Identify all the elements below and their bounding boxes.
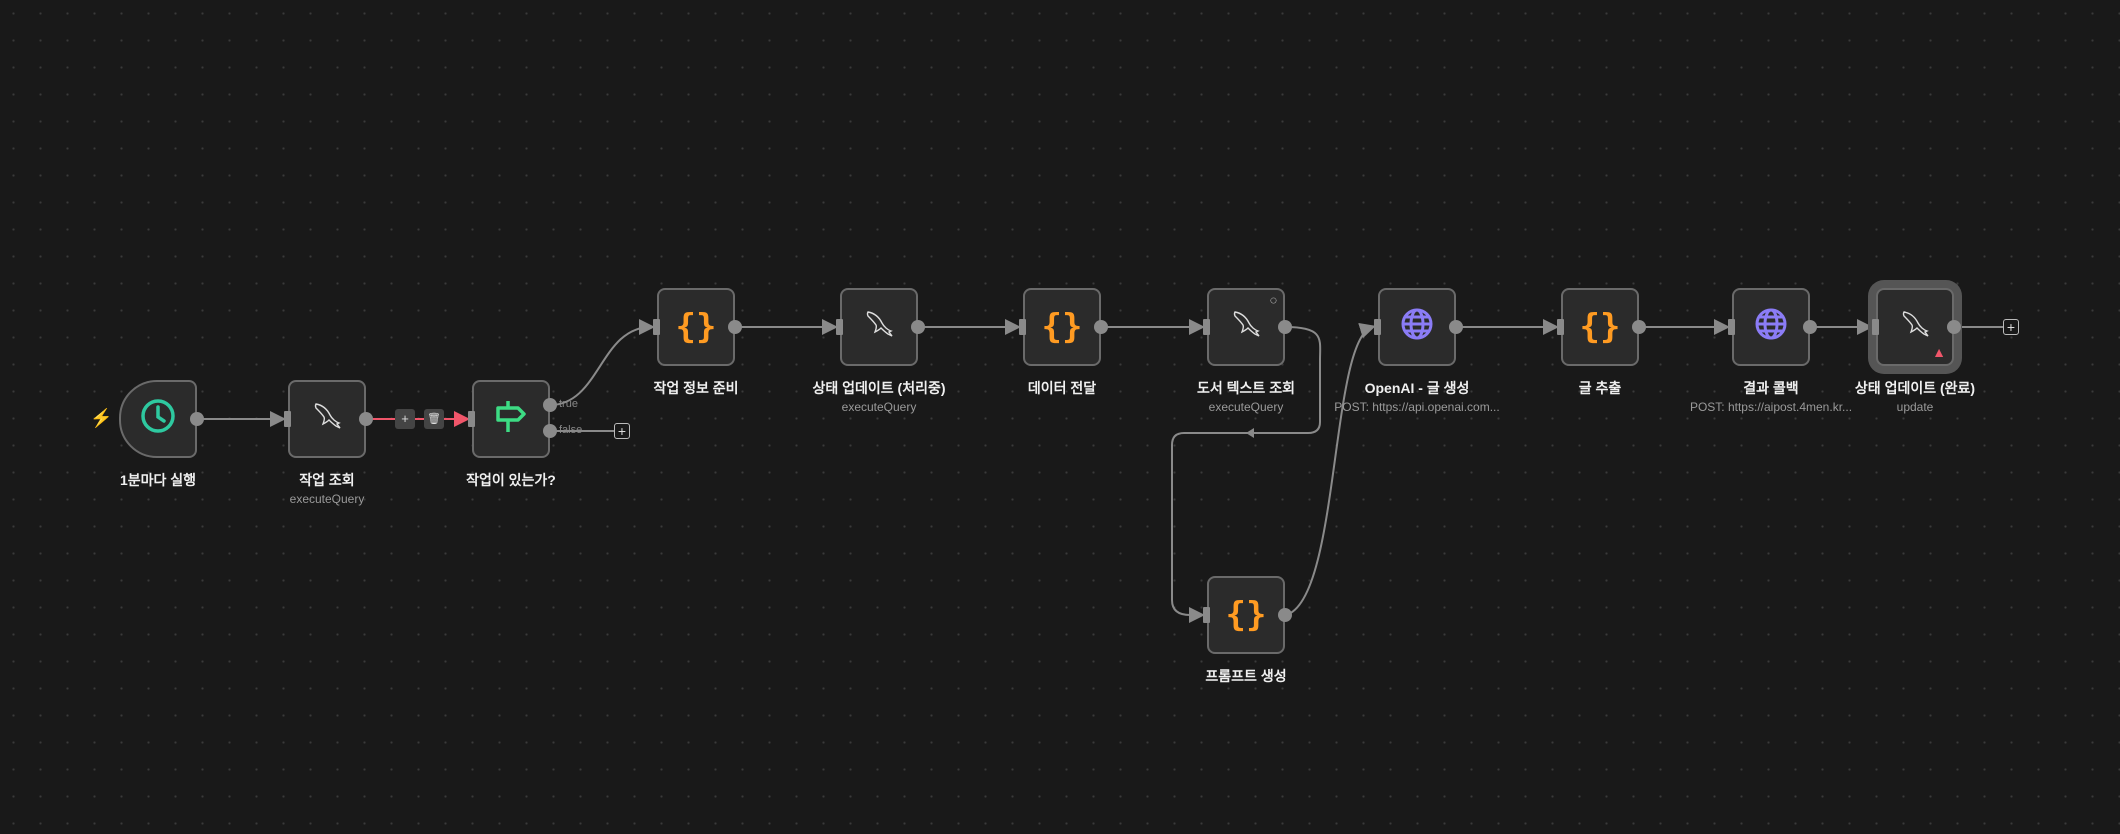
input-handle[interactable] xyxy=(468,411,475,427)
globe-icon xyxy=(1399,306,1435,348)
node-subtitle: executeQuery xyxy=(289,492,365,506)
node-label: 프롬프트 생성 xyxy=(1205,668,1287,684)
node-label: 결과 콜백 xyxy=(1743,380,1799,396)
input-handle[interactable] xyxy=(653,319,660,335)
signpost-icon xyxy=(492,397,530,441)
input-handle[interactable] xyxy=(1019,319,1026,335)
node-label: 데이터 전달 xyxy=(1027,380,1097,396)
node-label: OpenAI - 글 생성 xyxy=(1364,380,1470,396)
output-handle[interactable] xyxy=(359,412,373,426)
output-handle[interactable] xyxy=(1947,320,1961,334)
node-if-jobs[interactable] xyxy=(472,380,550,458)
node-extract[interactable]: {} xyxy=(1561,288,1639,366)
edge-book-prompt xyxy=(1171,326,1322,623)
input-handle[interactable] xyxy=(1203,607,1210,623)
input-handle[interactable] xyxy=(1557,319,1564,335)
output-handle[interactable] xyxy=(190,412,204,426)
node-prepare[interactable]: {} xyxy=(657,288,735,366)
node-label: 글 추출 xyxy=(1578,380,1622,396)
node-subtitle: executeQuery xyxy=(1208,400,1284,414)
input-handle[interactable] xyxy=(1203,319,1210,335)
mysql-dolphin-icon xyxy=(861,306,897,348)
mysql-dolphin-icon xyxy=(1228,306,1264,348)
output-handle[interactable] xyxy=(1094,320,1108,334)
output-handle[interactable] xyxy=(911,320,925,334)
code-braces-icon: {} xyxy=(1225,595,1267,635)
mysql-dolphin-icon xyxy=(1897,306,1933,348)
output-handle[interactable] xyxy=(1278,608,1292,622)
edge-direction-arrow xyxy=(1246,428,1254,438)
node-label: 도서 텍스트 조회 xyxy=(1197,380,1295,396)
warning-icon[interactable]: ▲ xyxy=(1932,344,1946,360)
mysql-dolphin-icon xyxy=(309,398,345,440)
loading-spinner-icon: ◌ xyxy=(1269,293,1277,307)
globe-icon xyxy=(1753,306,1789,348)
node-subtitle: executeQuery xyxy=(841,400,917,414)
output-handle[interactable] xyxy=(1278,320,1292,334)
clock-icon xyxy=(139,397,177,441)
node-label: 상태 업데이트 (처리중) xyxy=(812,380,946,396)
add-node-on-edge-button[interactable]: + xyxy=(395,409,415,429)
node-subtitle: POST: https://api.openai.com... xyxy=(1334,400,1500,414)
output-handle[interactable] xyxy=(543,398,557,412)
code-braces-icon: {} xyxy=(1041,307,1083,347)
edge-true-prepare xyxy=(549,319,655,406)
node-book-text[interactable]: ◌ xyxy=(1207,288,1285,366)
node-openai[interactable] xyxy=(1378,288,1456,366)
output-handle[interactable] xyxy=(1632,320,1646,334)
node-pass-data[interactable]: {} xyxy=(1023,288,1101,366)
node-callback[interactable] xyxy=(1732,288,1810,366)
node-trigger[interactable] xyxy=(119,380,197,458)
edge-prompt-openai xyxy=(1285,322,1376,616)
node-update-processing[interactable] xyxy=(840,288,918,366)
delete-edge-button[interactable]: 🗑 xyxy=(424,409,444,429)
node-update-done[interactable]: ▲ xyxy=(1876,288,1954,366)
branch-false-label: false xyxy=(559,424,583,436)
trigger-bolt-icon: ⚡ xyxy=(90,408,113,428)
input-handle[interactable] xyxy=(1872,319,1879,335)
input-handle[interactable] xyxy=(1728,319,1735,335)
node-subtitle: POST: https://aipost.4men.kr... xyxy=(1689,400,1853,414)
add-node-end-button[interactable]: + xyxy=(2003,319,2019,335)
output-handle[interactable] xyxy=(543,424,557,438)
node-label: 작업 정보 준비 xyxy=(653,380,739,396)
add-node-false-button[interactable]: + xyxy=(614,423,630,439)
node-label: 상태 업데이트 (완료) xyxy=(1854,380,1976,396)
code-braces-icon: {} xyxy=(1579,307,1621,347)
input-handle[interactable] xyxy=(284,411,291,427)
output-handle[interactable] xyxy=(1449,320,1463,334)
node-prompt[interactable]: {} xyxy=(1207,576,1285,654)
output-handle[interactable] xyxy=(728,320,742,334)
node-label: 작업 조회 xyxy=(299,472,355,488)
node-label: 1분마다 실행 xyxy=(119,472,197,488)
input-handle[interactable] xyxy=(1374,319,1381,335)
branch-true-label: true xyxy=(559,398,578,410)
output-handle[interactable] xyxy=(1803,320,1817,334)
node-label: 작업이 있는가? xyxy=(466,472,556,488)
input-handle[interactable] xyxy=(836,319,843,335)
node-subtitle: update xyxy=(1896,400,1934,414)
code-braces-icon: {} xyxy=(675,307,717,347)
node-fetch-jobs[interactable] xyxy=(288,380,366,458)
